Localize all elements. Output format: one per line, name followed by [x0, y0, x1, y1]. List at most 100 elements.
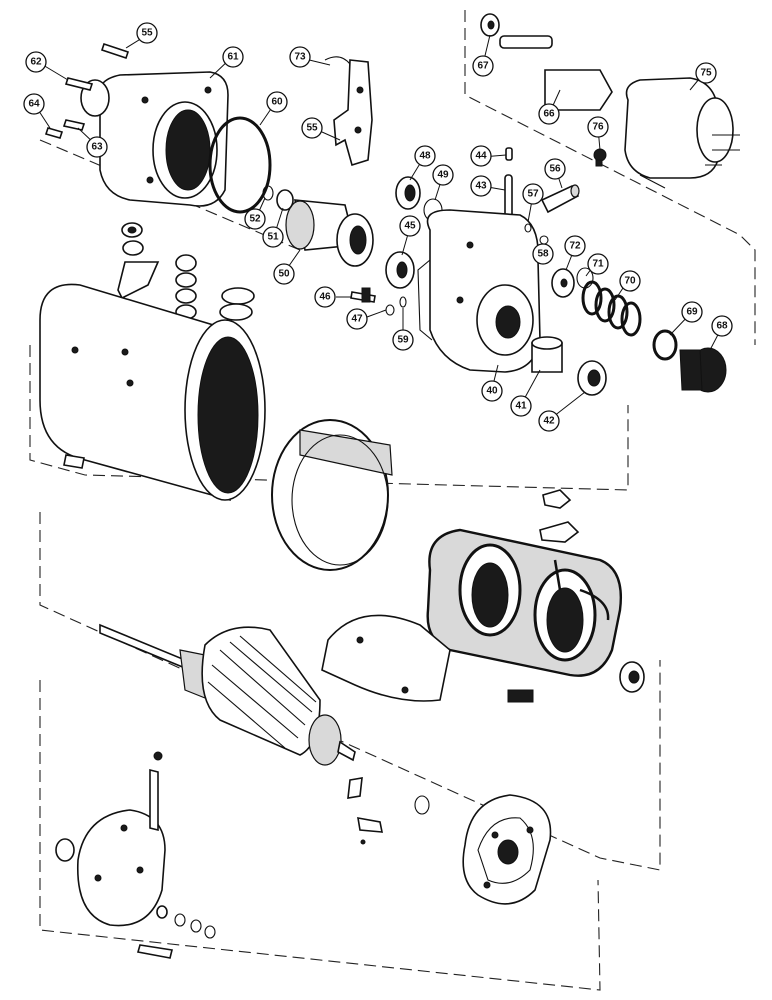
- callout-64: 64: [23, 93, 45, 115]
- callout-46: 46: [314, 286, 336, 308]
- callout-42: 42: [538, 410, 560, 432]
- cup-72-hole: [560, 278, 568, 288]
- callout-label: 58: [537, 249, 549, 260]
- callout-58: 58: [532, 243, 554, 265]
- callouts: 55 62 61 73 67 75 64 63 60 55 66 76 44 4…: [23, 22, 733, 432]
- small-bolts-62-64-55: [44, 42, 130, 139]
- callout-61: 61: [222, 46, 244, 68]
- callout-51: 51: [262, 226, 284, 248]
- callout-label: 50: [278, 269, 290, 280]
- callout-45: 45: [399, 215, 421, 237]
- drive-pinion-50: [285, 199, 374, 267]
- callout-label: 40: [486, 386, 498, 397]
- callout-49: 49: [432, 164, 454, 186]
- field-coils: [426, 528, 622, 677]
- pole-shoe: [321, 614, 451, 702]
- callout-label: 62: [30, 57, 42, 68]
- boot-68: [679, 347, 727, 393]
- callout-76: 76: [587, 116, 609, 138]
- plunger-56: [540, 184, 580, 214]
- callout-44: 44: [470, 145, 492, 167]
- callout-label: 75: [700, 68, 712, 79]
- washer-45-hole: [396, 261, 408, 279]
- callout-55b: 55: [301, 117, 323, 139]
- callout-72: 72: [564, 235, 586, 257]
- callout-75: 75: [695, 62, 717, 84]
- callout-label: 71: [592, 259, 604, 270]
- callout-label: 63: [91, 142, 103, 153]
- callout-label: 55: [306, 123, 318, 134]
- field-frame-housing: [39, 283, 266, 502]
- callout-56: 56: [544, 158, 566, 180]
- spring-70: [581, 280, 642, 337]
- callout-label: 47: [351, 314, 363, 325]
- callout-69: 69: [681, 301, 703, 323]
- assembly-boundary-lines: [29, 10, 756, 991]
- callout-71: 71: [587, 253, 609, 275]
- callout-73: 73: [289, 46, 311, 68]
- callout-55a: 55: [136, 22, 158, 44]
- callout-63: 63: [86, 136, 108, 158]
- callout-label: 67: [477, 61, 489, 72]
- callout-label: 60: [271, 97, 283, 108]
- solenoid-75: [624, 77, 740, 189]
- callout-47: 47: [346, 308, 368, 330]
- callout-label: 45: [404, 221, 416, 232]
- washer-47: [385, 304, 395, 316]
- callout-label: 70: [624, 276, 636, 287]
- callout-label: 59: [397, 335, 409, 346]
- callout-70: 70: [619, 270, 641, 292]
- drive-housing-61: [80, 71, 229, 207]
- washer-57: [524, 223, 532, 233]
- callout-label: 43: [475, 181, 487, 192]
- callout-label: 73: [294, 52, 306, 63]
- intermediate-housing-40: [417, 209, 541, 373]
- bushing-48-hole: [404, 184, 416, 202]
- callout-48: 48: [414, 145, 436, 167]
- callout-label: 72: [569, 241, 581, 252]
- callout-68: 68: [711, 315, 733, 337]
- callout-57: 57: [522, 183, 544, 205]
- washer-59: [399, 296, 407, 308]
- callout-67: 67: [472, 55, 494, 77]
- callout-label: 68: [716, 321, 728, 332]
- insulator-band: [271, 419, 393, 571]
- callout-66: 66: [538, 103, 560, 125]
- bushing-42: [577, 360, 607, 396]
- washer-52: [262, 185, 274, 201]
- clip-73: [324, 56, 351, 65]
- retainer-69: [652, 329, 678, 361]
- callout-41: 41: [510, 395, 532, 417]
- bushing-41: [531, 336, 563, 373]
- washer-51: [276, 189, 294, 211]
- shift-lever-55: [333, 59, 373, 167]
- callout-label: 46: [319, 292, 331, 303]
- washer-58: [539, 235, 549, 245]
- bolt-46: [350, 287, 376, 303]
- callout-59: 59: [392, 329, 414, 351]
- callout-43: 43: [470, 175, 492, 197]
- callout-label: 44: [475, 151, 487, 162]
- callout-label: 51: [267, 232, 279, 243]
- brush-springs-and-clips: [347, 777, 430, 845]
- terminal-76: [593, 148, 607, 167]
- callout-label: 55: [141, 28, 153, 39]
- callout-label: 48: [419, 151, 431, 162]
- callout-label: 69: [686, 307, 698, 318]
- callout-60: 60: [266, 91, 288, 113]
- commutator-end-frame: [462, 794, 552, 905]
- callout-label: 56: [549, 164, 561, 175]
- callout-label: 57: [527, 189, 539, 200]
- callout-label: 52: [249, 214, 261, 225]
- callout-40: 40: [481, 380, 503, 402]
- armature: [99, 623, 356, 766]
- end-plate: [55, 751, 166, 927]
- callout-50: 50: [273, 263, 295, 285]
- callout-label: 42: [543, 416, 555, 427]
- callout-label: 76: [592, 122, 604, 133]
- callout-52: 52: [244, 208, 266, 230]
- o-ring-60: [208, 116, 272, 214]
- plunger-66: [499, 35, 613, 111]
- callout-label: 41: [515, 401, 527, 412]
